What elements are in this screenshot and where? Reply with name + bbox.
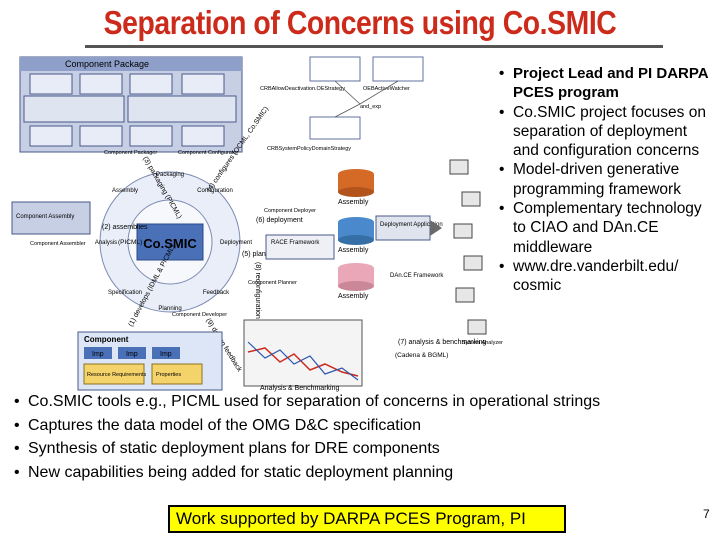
wheel-specification: Specification [108, 290, 142, 296]
computer-icons [449, 159, 487, 335]
bottom-bullet-list: Co.SMIC tools e.g., PICML used for separ… [14, 390, 714, 484]
wheel-assembly: Assembly [112, 188, 138, 194]
cadena-bgml-label: (Cadena & BGML) [395, 352, 448, 359]
wheel-planning: Planning [158, 306, 181, 312]
race-label: RACE Framework [271, 240, 320, 246]
component-package-label: Component Package [65, 59, 149, 69]
edge-deployment-label: (6) deployment [256, 217, 303, 224]
assembly-label-1: Assembly [338, 199, 369, 206]
title-underline [85, 45, 663, 48]
properties-label: Properties [156, 372, 181, 378]
page-number: 7 [703, 507, 710, 521]
planner-label: Component Planner [248, 280, 297, 286]
assembler-label: Component Assembler [30, 241, 86, 247]
imp-label-3: Imp [160, 351, 172, 358]
deployment-app-box: Deployment Application DAn.CE Framework [375, 215, 444, 279]
bottom-bullet: New capabilities being added for static … [14, 461, 714, 485]
picml-small-label: (PICML) [118, 239, 142, 246]
slide-title: Separation of Concerns using Co.SMIC [103, 4, 617, 41]
wheel-analysis: Analysis [95, 240, 117, 246]
resource-req-label: Resource Requirements [87, 372, 147, 378]
process-wheel: Co.SMIC Packaging Configuration Deployme… [95, 171, 252, 313]
assembly-label-2: Assembly [338, 247, 369, 254]
bottom-bullet: Synthesis of static deployment plans for… [14, 437, 714, 461]
sys-analyzer-label: System Analyzer [462, 340, 503, 346]
bottom-bullet: Co.SMIC tools e.g., PICML used for separ… [14, 390, 714, 414]
deployer-label: Component Deployer [264, 208, 316, 214]
iface1-label: CRBAllowDeactivation.OEStrategy [260, 86, 345, 92]
component-package-box: Component Package [19, 56, 243, 153]
wheel-packaging: Packaging [156, 172, 184, 178]
analysis-chart: Analysis & Benchmarking (7) analysis & b… [243, 319, 486, 392]
developer-label: Component Developer [172, 312, 227, 318]
wheel-feedback: Feedback [203, 290, 230, 296]
iface2-label: OEBActiveWatcher [363, 86, 410, 92]
right-bullet: Model-driven generative programming fram… [499, 160, 717, 199]
component-assembly-side: Component Assembly [11, 201, 91, 235]
component-detail-box: Component Imp Imp Imp Resource Requireme… [77, 331, 223, 391]
and-exp-label: and_exp [360, 104, 381, 110]
assembly-label-3: Assembly [338, 293, 369, 300]
race-framework-box: RACE Framework [265, 234, 335, 260]
right-bullet: Project Lead and PI DARPA PCES program [499, 64, 717, 103]
edge-planning-label: (5) planning [242, 251, 279, 258]
wheel-deployment: Deployment [220, 240, 252, 246]
role-labels: Component Packager Component Configurato… [30, 150, 503, 346]
funding-footer: Work supported by DARPA PCES Program, PI [168, 505, 566, 533]
cosmic-label: Co.SMIC [143, 236, 197, 251]
component-label: Component [84, 335, 129, 344]
packager-label: Component Packager [104, 150, 157, 156]
assembly-cylinders: Assembly Assembly Assembly [338, 169, 374, 300]
component-assembly-label: Component Assembly [16, 214, 74, 220]
imp-label-2: Imp [126, 351, 138, 358]
edge-analysis-label: (7) analysis & benchmarking [398, 339, 486, 346]
deployment-app-label: Deployment Application [380, 222, 443, 228]
analysis-label: Analysis & Benchmarking [260, 385, 339, 392]
right-bullet: Co.SMIC project focuses on separation of… [499, 103, 717, 161]
right-bullet: Complementary technology to CIAO and DAn… [499, 199, 717, 257]
dance-framework-label: DAn.CE Framework [390, 273, 444, 279]
iface3-label: CRBSystemPolicyDomainStrategy [267, 146, 351, 152]
edge-reconfig-label: (8) reconfiguration & replanning [254, 262, 261, 360]
imp-label-1: Imp [92, 351, 104, 358]
right-bullet: www.dre.vanderbilt.edu/ cosmic [499, 257, 717, 296]
wheel-configuration: Configuration [197, 188, 233, 194]
right-bullet-list: Project Lead and PI DARPA PCES program C… [499, 64, 717, 296]
configurator-label: Component Configurator [178, 150, 238, 156]
bottom-bullet: Captures the data model of the OMG D&C s… [14, 414, 714, 438]
cosmic-diagram: Component Package CRBAllowDeactivation.O… [11, 56, 503, 392]
interface-boxes: CRBAllowDeactivation.OEStrategy OEBActiv… [260, 56, 424, 152]
edge-assemblies-label: (2) assemblies [102, 224, 148, 231]
